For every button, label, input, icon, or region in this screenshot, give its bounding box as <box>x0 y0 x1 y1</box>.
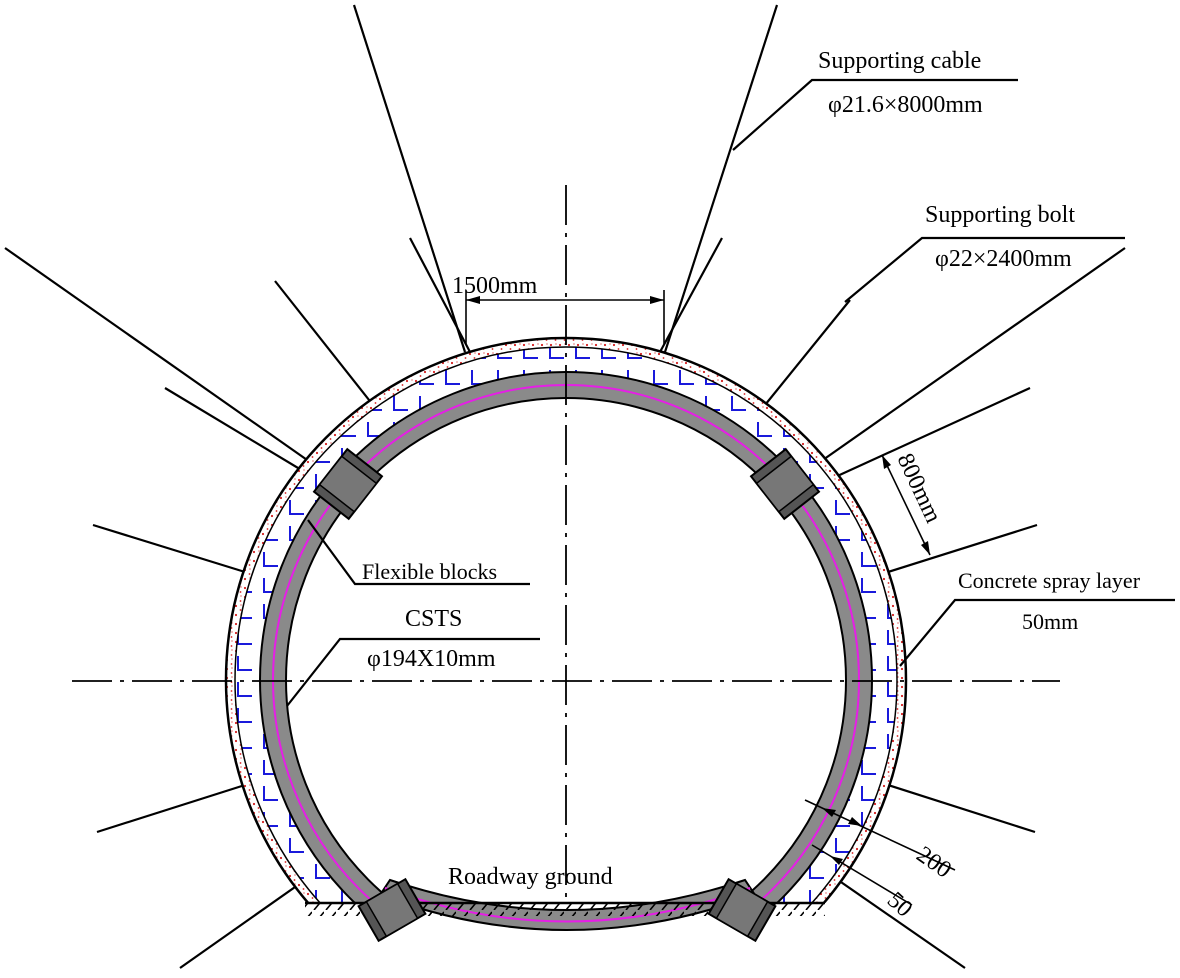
csts-leader <box>286 637 540 707</box>
concrete-thickness-label: 50mm <box>1022 609 1078 634</box>
csts-label: CSTS <box>405 606 462 632</box>
supporting-bolt-10 <box>887 523 1038 574</box>
flexible-block-left-top <box>312 447 384 521</box>
dim-50-label: 50 <box>882 887 917 922</box>
supporting-bolt-4 <box>92 523 246 574</box>
flexible-blocks-label: Flexible blocks <box>362 559 497 584</box>
dim-800-line <box>881 454 931 556</box>
cable-spec-label: φ21.6×8000mm <box>828 92 983 118</box>
supporting-bolt-7 <box>819 247 1126 463</box>
supporting-bolt-9 <box>764 299 851 406</box>
supporting-cable-right <box>659 4 779 353</box>
spacing-label: 1500mm <box>452 273 538 299</box>
supporting-cable-label: Supporting cable <box>818 48 981 74</box>
supporting-bolt-12 <box>837 879 966 969</box>
supporting-bolt-lines <box>4 247 1126 969</box>
flexible-blocks-leader <box>307 519 530 586</box>
ground-hatch <box>305 903 825 916</box>
supporting-bolt-11 <box>887 783 1036 834</box>
bolt-spec-label: φ22×2400mm <box>935 246 1072 272</box>
flexible-block-left-bottom <box>357 877 427 943</box>
cable-leader <box>732 78 1018 151</box>
dim-200-label: 200 <box>912 842 956 884</box>
concrete-spray-label: Concrete spray layer <box>958 568 1141 593</box>
depth-label: 800mm <box>892 450 947 528</box>
supporting-bolt-2 <box>164 387 319 481</box>
supporting-cable-left <box>352 4 471 353</box>
supporting-bolt-3 <box>274 280 374 406</box>
csts-spec-label: φ194X10mm <box>367 646 496 672</box>
concrete-leader <box>899 598 1175 667</box>
flexible-block-right-bottom <box>707 877 777 943</box>
dim-50-line <box>811 844 913 906</box>
supporting-bolt-5 <box>96 783 246 834</box>
supporting-bolt-label: Supporting bolt <box>925 202 1075 228</box>
supporting-bolt-1 <box>4 247 311 463</box>
supporting-bolt-8 <box>832 386 1031 480</box>
flexible-block-right-top <box>749 447 821 521</box>
roadway-ground-label: Roadway ground <box>448 864 613 890</box>
supporting-bolt-6 <box>179 879 306 969</box>
bolt-leader <box>844 236 1125 303</box>
